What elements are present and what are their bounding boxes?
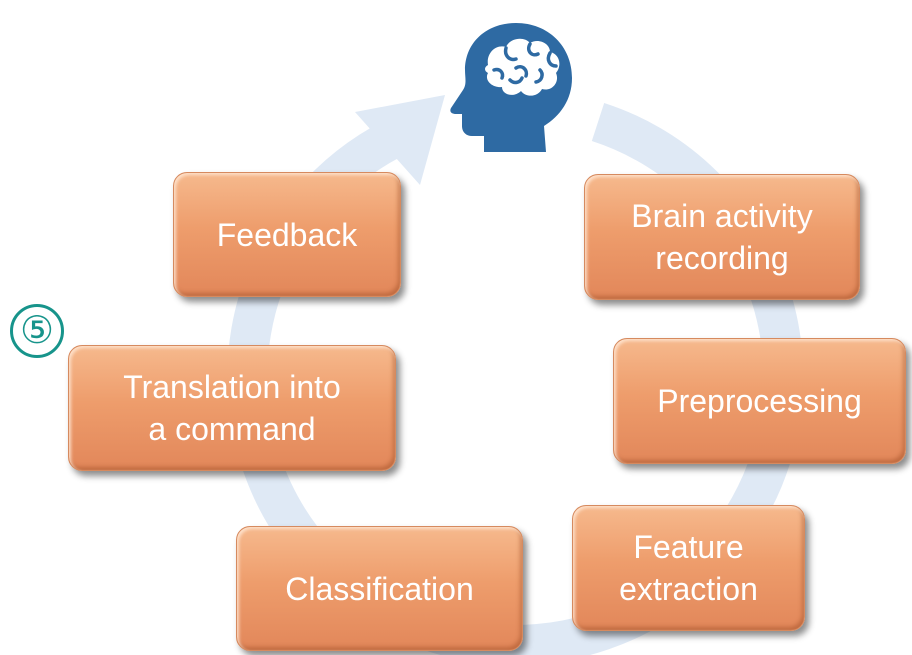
step-box-preprocessing: Preprocessing [613,338,906,464]
step-box-classification: Classification [236,526,523,651]
brain-head-icon [450,23,572,152]
step-box-brain-activity-recording: Brain activity recording [584,174,860,300]
step-label: Brain activity recording [631,198,813,276]
step-box-translation-into-command: Translation into a command [68,345,396,471]
step-label: Translation into a command [123,369,341,447]
step-label: Preprocessing [657,383,862,419]
step-number-text: ⑤ [19,310,55,352]
step-label: Feedback [216,216,358,253]
step-box-feedback: Feedback [173,172,401,297]
step-box-feature-extraction: Feature extraction [572,505,805,631]
step-label: Classification [285,570,474,607]
step-label: Feature extraction [619,529,758,607]
step-number-badge: ⑤ [10,304,64,358]
